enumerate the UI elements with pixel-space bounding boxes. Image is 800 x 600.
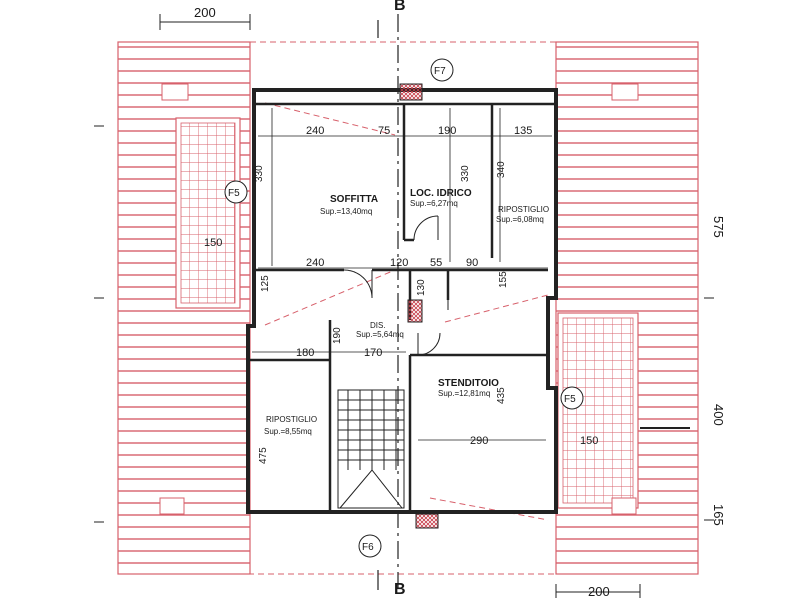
room-ripostiglio-left-name: RIPOSTIGLIO	[266, 415, 317, 424]
dim-bottom-right: 200	[588, 584, 610, 599]
marker-f7: F7	[430, 58, 454, 82]
dim-240-mid: 240	[306, 257, 324, 269]
dim-top-left: 200	[194, 5, 216, 20]
outer-walls	[246, 88, 558, 514]
dim-180: 180	[296, 347, 314, 359]
section-label-bottom: B	[394, 581, 406, 598]
dim-340: 340	[496, 161, 507, 178]
marker-f5-left: F5	[224, 180, 248, 204]
marker-f5-right: F5	[560, 386, 584, 410]
dim-190-mid: 190	[332, 327, 343, 344]
dim-125: 125	[260, 275, 271, 292]
room-dis-name: DIS.	[370, 321, 386, 330]
dim-190-top: 190	[438, 125, 456, 137]
dim-435: 435	[496, 387, 507, 404]
dim-135: 135	[514, 125, 532, 137]
room-soffitta-name: SOFFITTA	[330, 194, 378, 205]
room-soffitta-area: Sup.=13,40mq	[320, 207, 372, 216]
dim-90: 90	[466, 257, 478, 269]
terrace-left	[175, 117, 241, 309]
room-ripostiglio-top-name: RIPOSTIGLIO	[498, 205, 549, 214]
section-label-top: B	[394, 0, 406, 14]
staircase	[337, 389, 405, 509]
marker-f5-left-label: F5	[228, 188, 240, 199]
ridge-dashed-outline	[249, 41, 557, 575]
dim-right-bottom: 165	[711, 504, 726, 526]
marker-f5-right-label: F5	[564, 394, 576, 405]
dim-170: 170	[364, 347, 382, 359]
marker-f6: F6	[358, 534, 382, 558]
terrace-right	[557, 312, 639, 509]
dim-290: 290	[470, 435, 488, 447]
dim-475: 475	[258, 447, 269, 464]
room-stenditoio-area: Sup.=12,81mq	[438, 389, 490, 398]
dim-55: 55	[430, 257, 442, 269]
room-ripostiglio-left-area: Sup.=8,55mq	[264, 427, 312, 436]
room-loc-idrico-name: LOC. IDRICO	[410, 188, 472, 199]
dim-150-right: 150	[580, 435, 598, 447]
dim-right-top: 575	[711, 216, 726, 238]
dim-130: 130	[416, 279, 427, 296]
outer-dimension-lines	[94, 14, 714, 598]
dim-330-left: 330	[254, 165, 265, 182]
marker-f7-label: F7	[434, 66, 446, 77]
dim-240-top: 240	[306, 125, 324, 137]
dim-330-mid: 330	[460, 165, 471, 182]
chimney-blocks	[399, 83, 439, 529]
section-line	[377, 14, 399, 590]
doors	[343, 215, 449, 356]
room-ripostiglio-top-area: Sup.=6,08mq	[496, 215, 544, 224]
interior-walls	[248, 102, 556, 512]
room-loc-idrico-area: Sup.=6,27mq	[410, 199, 458, 208]
dim-120: 120	[390, 257, 408, 269]
marker-f6-label: F6	[362, 542, 374, 553]
dim-75: 75	[378, 125, 390, 137]
interior-dimension-lines	[252, 108, 552, 441]
dim-right-mid: 400	[711, 404, 726, 426]
dim-155: 155	[498, 271, 509, 288]
room-dis-area: Sup.=5,64mq	[356, 330, 404, 339]
roof-windows	[159, 83, 639, 515]
dim-150-left: 150	[204, 237, 222, 249]
room-stenditoio-name: STENDITOIO	[438, 378, 499, 389]
